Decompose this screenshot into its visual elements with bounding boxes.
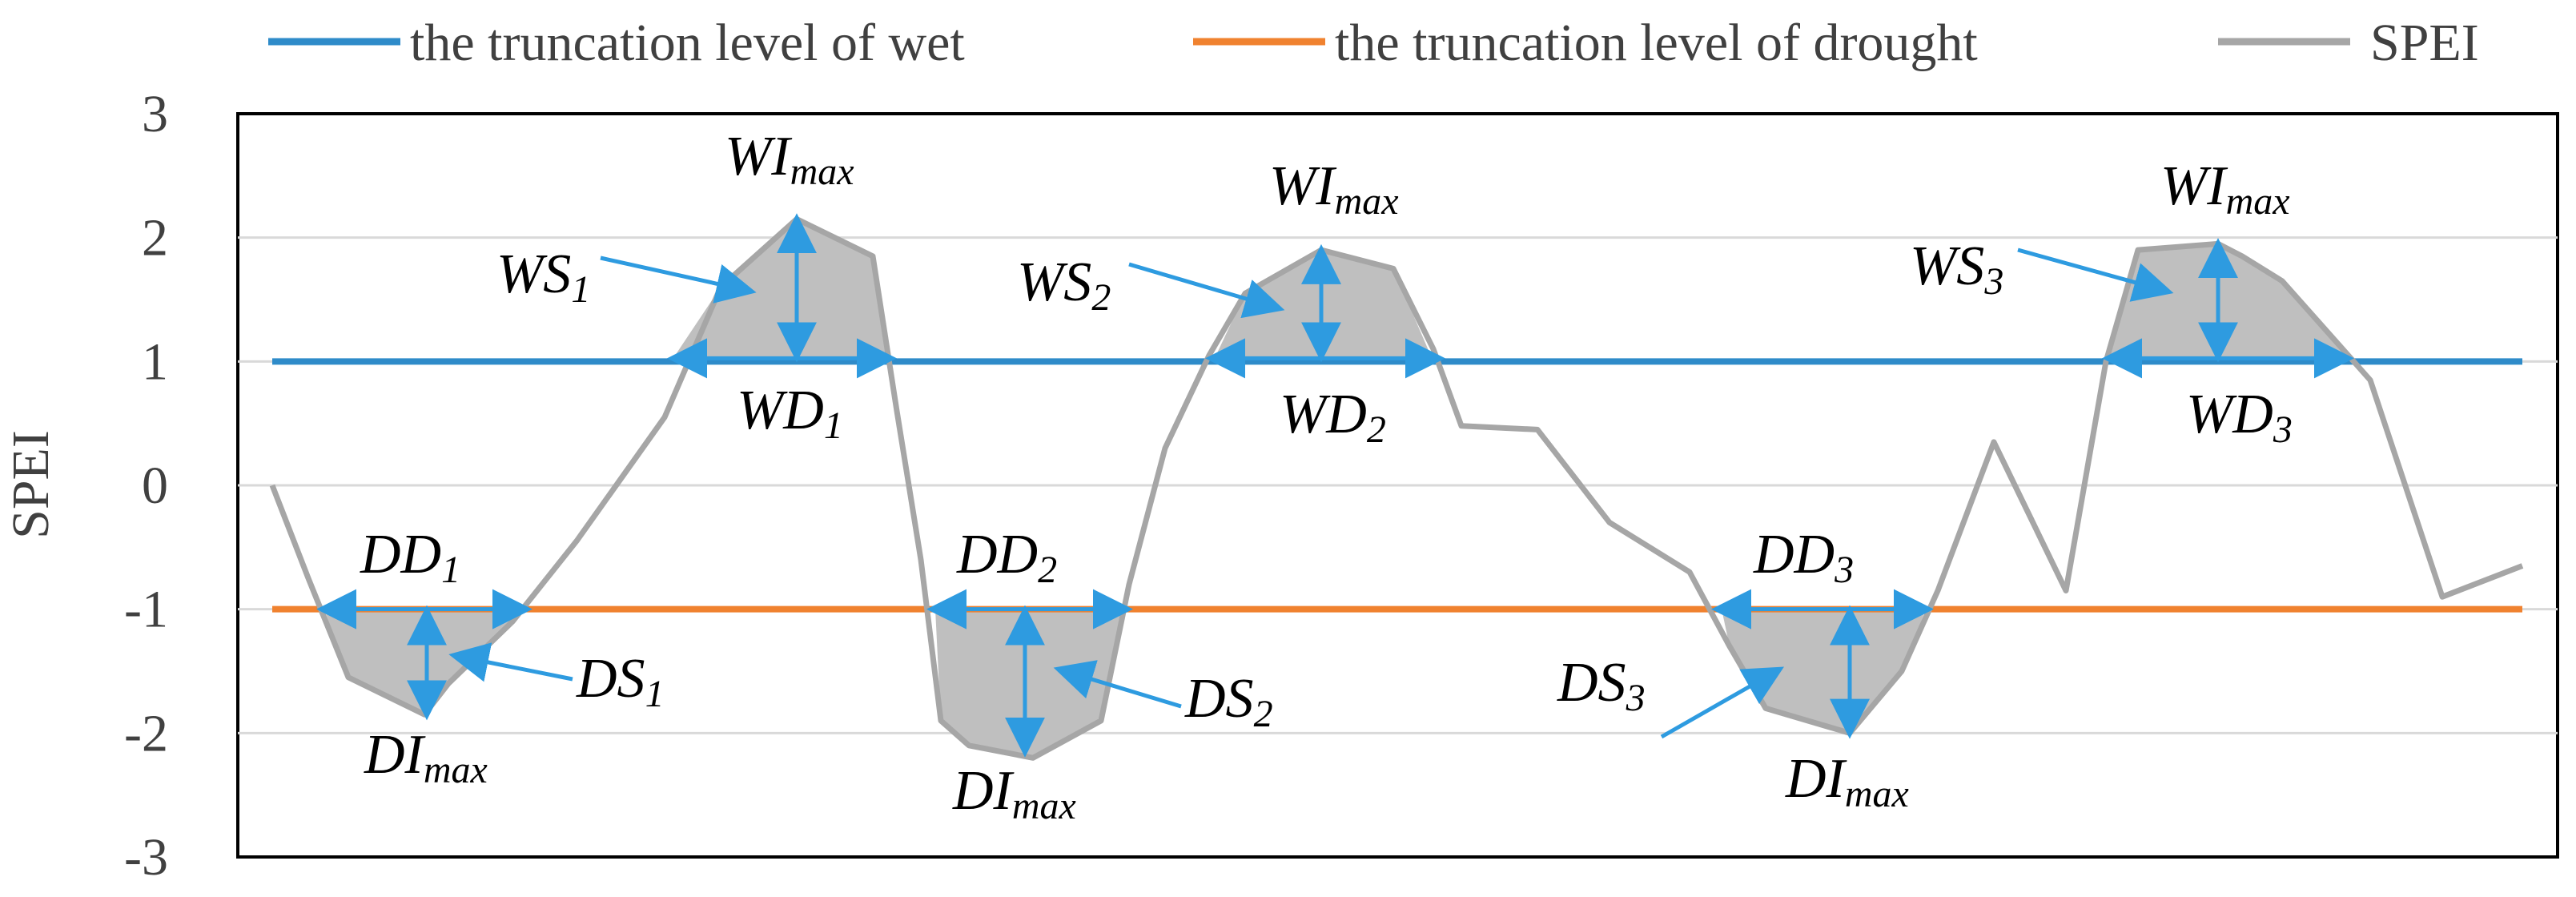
y-axis-title: SPEI — [2, 430, 60, 539]
ws-pointer-1 — [600, 255, 757, 304]
label-dimax-3: DImax — [1785, 748, 1909, 815]
legend-label-drought: the truncation level of drought — [1335, 14, 1978, 72]
label-wimax-2: WImax — [1269, 155, 1399, 223]
y-tick-label: 2 — [142, 209, 168, 267]
wet-area-3 — [2106, 243, 2350, 362]
label-ws-1: WS1 — [496, 243, 590, 311]
label-ds-1: DS1 — [576, 648, 665, 715]
annotation-labels: WImax WS1 WD1 WImax WS2 WD2 WImax WS3 WD… — [360, 126, 2293, 827]
label-dimax-1: DImax — [364, 724, 488, 791]
label-ds-2: DS2 — [1184, 668, 1273, 735]
label-dd-2: DD2 — [956, 524, 1057, 591]
label-ds-3: DS3 — [1557, 652, 1646, 719]
legend-label-wet: the truncation level of wet — [410, 14, 965, 72]
y-tick-label: 1 — [142, 332, 168, 391]
y-tick-label: -3 — [124, 828, 168, 887]
label-wd-1: WD1 — [737, 380, 843, 447]
annotation-arrows — [316, 213, 2354, 758]
label-dimax-2: DImax — [952, 760, 1076, 827]
drought-area-2 — [935, 609, 1125, 758]
wet-area-1 — [671, 219, 890, 362]
label-wd-2: WD2 — [1280, 384, 1386, 451]
label-ws-2: WS2 — [1017, 251, 1111, 319]
ws-pointer-3 — [2017, 247, 2174, 302]
ds-pointer-3 — [1660, 666, 1785, 739]
label-wimax-1: WImax — [725, 126, 854, 193]
legend: the truncation level of wet the truncati… — [268, 14, 2479, 72]
ds-pointer-1 — [448, 642, 573, 682]
ds-pointer-2 — [1053, 660, 1182, 709]
ws-pointer-2 — [1128, 262, 1285, 319]
y-tick-labels: 3 2 1 0 -1 -2 -3 — [124, 85, 168, 887]
label-dd-3: DD3 — [1753, 524, 1854, 591]
label-wd-3: WD3 — [2186, 384, 2293, 451]
y-tick-label: 3 — [142, 85, 168, 143]
legend-label-spei: SPEI — [2370, 14, 2479, 72]
label-ws-3: WS3 — [1910, 235, 2003, 303]
label-dd-1: DD1 — [360, 524, 460, 591]
y-tick-label: -2 — [124, 704, 168, 762]
drought-area-3 — [1722, 609, 1926, 734]
label-wimax-3: WImax — [2160, 155, 2290, 223]
y-tick-label: -1 — [124, 581, 168, 639]
y-tick-label: 0 — [142, 457, 168, 515]
